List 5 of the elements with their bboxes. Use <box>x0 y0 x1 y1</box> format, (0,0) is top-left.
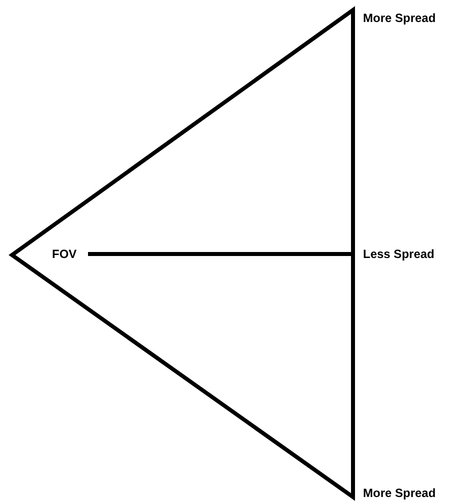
spread-label: More Spread <box>363 487 436 499</box>
connector-line <box>88 252 353 256</box>
node-label: FOV <box>52 248 77 260</box>
spread-label: More Spread <box>363 12 436 24</box>
node-label: Less Spread <box>363 248 434 260</box>
